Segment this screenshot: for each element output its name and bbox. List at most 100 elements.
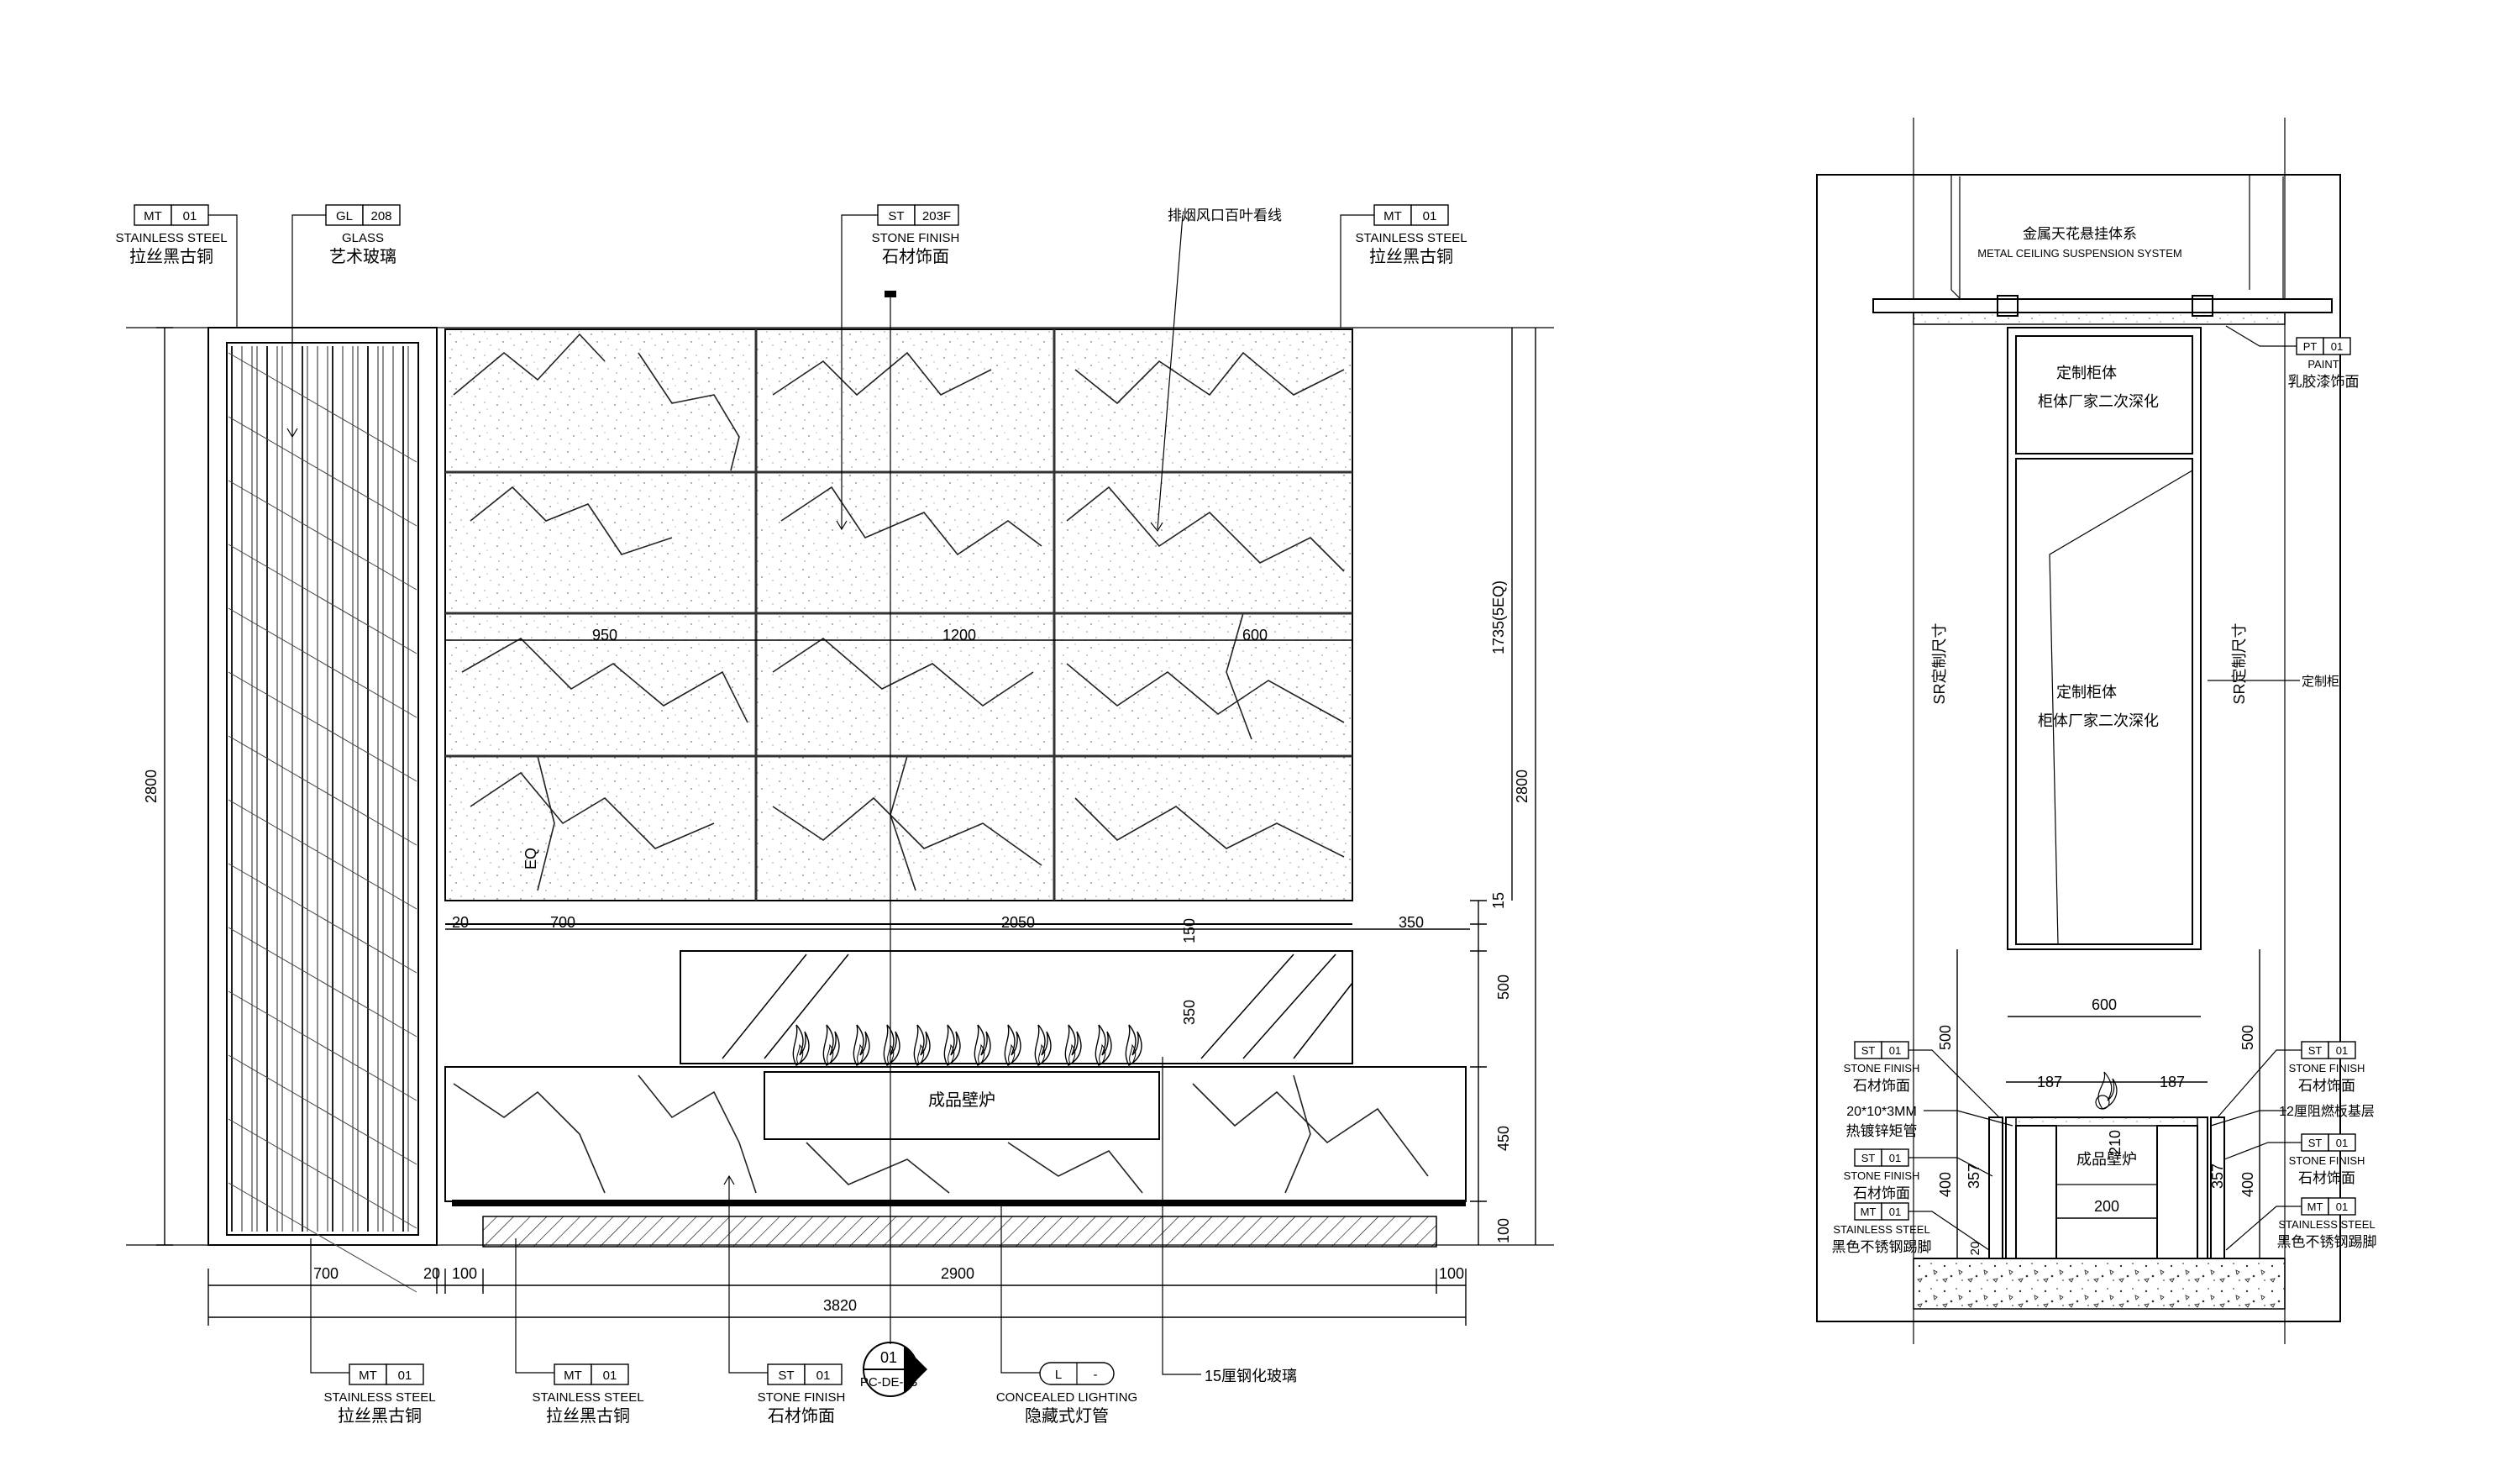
svg-text:01: 01 [2336, 1137, 2348, 1149]
tag-bottom-stainless-1: MT 01 STAINLESS STEEL 拉丝黑古铜 [310, 1238, 436, 1426]
svg-text:STAINLESS STEEL: STAINLESS STEEL [323, 1390, 435, 1405]
dim-mid-700: 700 [550, 914, 575, 931]
svg-text:GL: GL [336, 209, 353, 223]
svg-text:ST: ST [1861, 1152, 1876, 1164]
vent-note: 排烟风口百叶看线 [1150, 208, 1282, 533]
svg-text:ST: ST [888, 209, 904, 223]
svg-text:石材饰面: 石材饰面 [1853, 1185, 1910, 1201]
stone-base: 成品壁炉 [444, 1066, 1467, 1202]
svg-text:PAINT: PAINT [2307, 358, 2339, 370]
tag-top-stainless-1: MT 01 STAINLESS STEEL 拉丝黑古铜 [115, 204, 238, 328]
svg-text:定制柜体: 定制柜体 [2056, 684, 2117, 701]
svg-text:MT: MT [1383, 209, 1402, 223]
svg-text:208: 208 [370, 209, 391, 223]
svg-text:金属天花悬挂体系: 金属天花悬挂体系 [2023, 226, 2137, 242]
section-fireplace: 成品壁炉 [1913, 1071, 2286, 1310]
tag-bottom-stone: ST 01 STONE FINISH 石材饰面 [723, 1174, 846, 1426]
svg-text:拉丝黑古铜: 拉丝黑古铜 [546, 1406, 630, 1426]
svg-text:柜体厂家二次深化: 柜体厂家二次深化 [2038, 712, 2159, 729]
svg-text:01: 01 [1889, 1044, 1901, 1057]
svg-text:500: 500 [1937, 1025, 1954, 1050]
flames [792, 1024, 1142, 1066]
custom-cabinet: 定制柜体 柜体厂家二次深化 定制柜体 柜体厂家二次深化 [2007, 327, 2202, 950]
section-view: 金属天花悬挂体系 METAL CEILING SUSPENSION SYSTEM… [1816, 118, 2377, 1344]
stone-wall-panel [444, 328, 1353, 901]
dim-stack-150: 150 [1181, 918, 1198, 943]
svg-text:01: 01 [398, 1369, 412, 1383]
tag-top-stone: ST 203F STONE FINISH 石材饰面 [836, 204, 960, 531]
svg-text:SR定制尺寸: SR定制尺寸 [2231, 623, 2248, 704]
dim-stack-450: 450 [1495, 1126, 1512, 1151]
svg-text:01: 01 [2331, 340, 2343, 353]
svg-text:乳胶漆饰面: 乳胶漆饰面 [2288, 374, 2360, 390]
elevation-view: 成品壁炉 2800 1735(5EQ) 2800 15 150 500 450 … [115, 204, 1554, 1426]
svg-text:石材饰面: 石材饰面 [768, 1406, 835, 1426]
svg-text:STONE FINISH: STONE FINISH [2289, 1062, 2365, 1074]
stainless-column [207, 327, 438, 1246]
svg-text:拉丝黑古铜: 拉丝黑古铜 [129, 247, 213, 266]
svg-text:GLASS: GLASS [342, 231, 384, 245]
svg-text:艺术玻璃: 艺术玻璃 [329, 247, 396, 266]
svg-text:MT: MT [1861, 1206, 1877, 1218]
svg-text:ST: ST [778, 1369, 794, 1383]
svg-text:01: 01 [880, 1349, 897, 1366]
svg-text:柜体厂家二次深化: 柜体厂家二次深化 [2038, 393, 2159, 410]
dim-total-3820: 3820 [823, 1297, 857, 1314]
dim-stack-15: 15 [1490, 892, 1507, 909]
svg-text:01: 01 [2336, 1044, 2348, 1057]
svg-text:STONE FINISH: STONE FINISH [758, 1390, 846, 1405]
svg-text:SR定制尺寸: SR定制尺寸 [1931, 623, 1948, 704]
section-left-tags: ST 01 STONE FINISH 石材饰面 20*10*3MM 热镀锌矩管 … [1832, 1041, 2013, 1255]
svg-text:MT: MT [359, 1369, 377, 1383]
svg-text:石材饰面: 石材饰面 [2298, 1170, 2355, 1186]
tag-top-stainless-2: MT 01 STAINLESS STEEL 拉丝黑古铜 [1340, 204, 1467, 328]
svg-text:MT: MT [2307, 1200, 2323, 1213]
svg-text:-: - [1094, 1368, 1098, 1382]
svg-text:石材饰面: 石材饰面 [2298, 1078, 2355, 1094]
svg-text:01: 01 [1889, 1206, 1901, 1218]
svg-text:12厘阻燃板基层: 12厘阻燃板基层 [2279, 1104, 2375, 1119]
svg-text:400: 400 [2239, 1172, 2256, 1197]
svg-text:成品壁炉: 成品壁炉 [2076, 1151, 2137, 1168]
tag-paint: PT 01 PAINT 乳胶漆饰面 [2225, 325, 2360, 390]
svg-text:01: 01 [2336, 1200, 2348, 1213]
tag-bottom-lighting: L - CONCEALED LIGHTING 隐藏式灯管 [996, 1206, 1137, 1426]
metal-ceiling: 金属天花悬挂体系 METAL CEILING SUSPENSION SYSTEM [1872, 226, 2333, 325]
section-right-tags: ST 01 STONE FINISH 石材饰面 12厘阻燃板基层 ST 01 S… [2210, 1041, 2377, 1251]
svg-text:MT: MT [144, 209, 162, 223]
tag-top-glass: GL 208 GLASS 艺术玻璃 [286, 204, 401, 439]
dim-right-height: 2800 [1514, 770, 1530, 803]
svg-text:357: 357 [1966, 1164, 1982, 1189]
dim-stack-500: 500 [1495, 975, 1512, 1000]
svg-text:357: 357 [2209, 1164, 2226, 1189]
svg-text:01: 01 [1423, 209, 1437, 223]
glass-note: 15厘钢化玻璃 [1162, 1057, 1297, 1384]
dim-mid-20: 20 [452, 914, 469, 931]
svg-text:石材饰面: 石材饰面 [882, 247, 949, 266]
svg-text:PC-DE-23: PC-DE-23 [860, 1375, 917, 1390]
svg-text:01: 01 [816, 1369, 831, 1383]
svg-text:ST: ST [1861, 1044, 1876, 1057]
svg-text:隐藏式灯管: 隐藏式灯管 [1025, 1406, 1109, 1426]
svg-text:PT: PT [2303, 340, 2318, 353]
svg-text:STONE FINISH: STONE FINISH [872, 231, 960, 245]
svg-text:600: 600 [2092, 996, 2117, 1013]
svg-text:石材饰面: 石材饰面 [1853, 1078, 1910, 1094]
dim-inner-350: 350 [1181, 1000, 1198, 1025]
svg-text:210: 210 [2107, 1130, 2124, 1155]
svg-text:01: 01 [603, 1369, 617, 1383]
svg-text:400: 400 [1937, 1172, 1954, 1197]
dim-mid-2050: 2050 [1001, 914, 1035, 931]
svg-text:STAINLESS STEEL: STAINLESS STEEL [1355, 231, 1467, 245]
dim-mid-350: 350 [1399, 914, 1424, 931]
dim-panel-1200: 1200 [942, 627, 976, 644]
svg-text:定制柜体: 定制柜体 [2056, 365, 2117, 381]
section-marker: 01 PC-DE-23 [860, 1342, 927, 1397]
svg-text:STAINLESS STEEL: STAINLESS STEEL [1833, 1223, 1929, 1236]
dim-bottom-700: 700 [313, 1265, 339, 1282]
fireplace-glass-box [680, 950, 1353, 1064]
dim-panel-950: 950 [592, 627, 617, 644]
svg-text:STONE FINISH: STONE FINISH [1844, 1062, 1920, 1074]
art-glass-panel [228, 346, 417, 1293]
